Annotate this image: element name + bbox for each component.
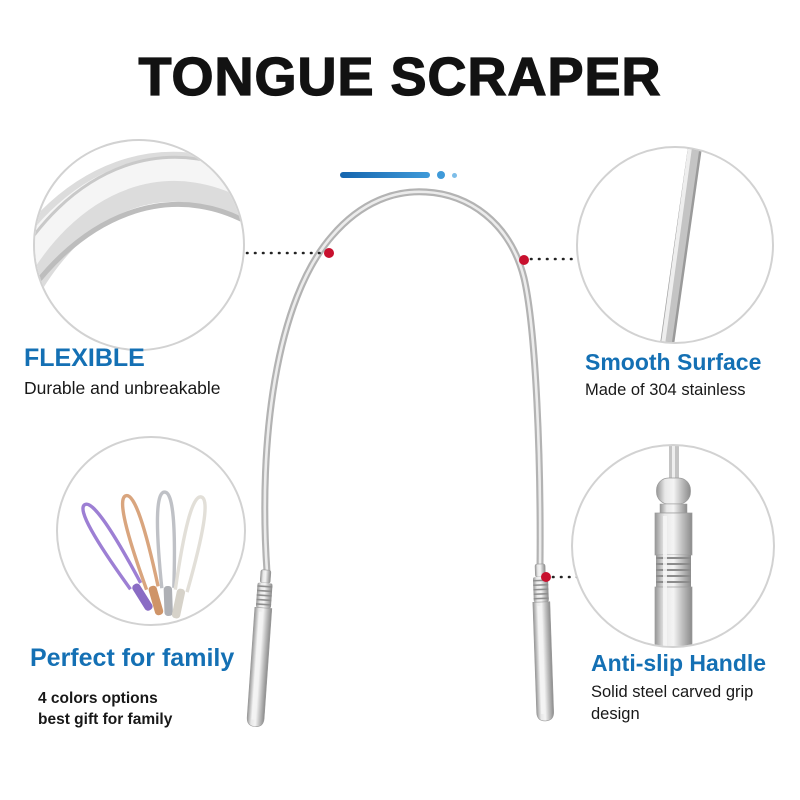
title-divider: [340, 171, 457, 179]
white-scraper-icon: [171, 495, 207, 619]
family-color-set-photo: [56, 436, 246, 626]
divider-bar-icon: [340, 172, 430, 178]
silver-scraper-icon: [155, 490, 177, 616]
smooth-surface-closeup-photo: [576, 146, 774, 344]
flexible-closeup-photo: [33, 139, 245, 351]
family-description-line1: 4 colors options: [38, 690, 158, 707]
right-handle: [532, 563, 554, 722]
left-handle: [246, 569, 273, 727]
page-title: TONGUE SCRAPER: [138, 46, 662, 107]
flexible-heading: FLEXIBLE: [24, 344, 145, 372]
scraper-wire: [261, 188, 544, 576]
anti-slip-description-line1: Solid steel carved grip: [591, 683, 754, 701]
marker-dot-smooth: [519, 255, 529, 265]
anti-slip-description: Solid steel carved grip design: [591, 681, 753, 725]
smooth-surface-heading: Smooth Surface: [585, 349, 762, 375]
family-description: 4 colors options best gift for family: [38, 688, 172, 730]
rainbow-scraper-icon: [81, 502, 153, 611]
marker-dot-flexible: [324, 248, 334, 258]
handle-closeup-photo: [571, 444, 775, 648]
family-description-line2: best gift for family: [38, 711, 173, 728]
marker-dot-handle: [541, 572, 551, 582]
anti-slip-description-line2: design: [591, 705, 640, 723]
anti-slip-heading: Anti-slip Handle: [591, 650, 767, 676]
flexible-description: Durable and unbreakable: [24, 378, 221, 398]
divider-small-dot-icon: [452, 172, 457, 178]
divider-dot-icon: [437, 171, 445, 179]
family-heading: Perfect for family: [30, 644, 235, 672]
rose-gold-scraper-icon: [120, 494, 164, 616]
smooth-surface-description: Made of 304 stainless: [585, 381, 746, 399]
